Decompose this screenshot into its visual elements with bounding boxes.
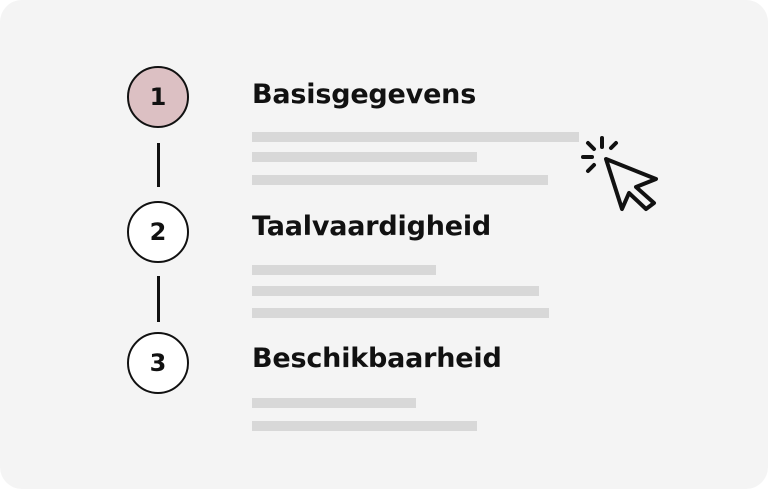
- step-1-indicator[interactable]: 1: [127, 66, 189, 128]
- step-2-number: 2: [149, 218, 167, 246]
- placeholder-line: [252, 286, 539, 296]
- placeholder-line: [252, 152, 477, 162]
- step-1-title: Basisgegevens: [252, 79, 477, 110]
- step-3-number: 3: [149, 349, 167, 377]
- placeholder-line: [252, 132, 579, 142]
- click-cursor-icon: [581, 136, 658, 211]
- placeholder-line: [252, 265, 436, 275]
- step-3-indicator[interactable]: 3: [127, 332, 189, 394]
- step-2-indicator[interactable]: 2: [127, 201, 189, 263]
- placeholder-line: [252, 175, 548, 185]
- step-3-title: Beschikbaarheid: [252, 343, 502, 374]
- step-2-title: Taalvaardigheid: [252, 211, 492, 242]
- step-connector: [157, 143, 160, 187]
- placeholder-line: [252, 398, 416, 408]
- placeholder-line: [252, 308, 549, 318]
- step-connector: [157, 276, 160, 322]
- placeholder-line: [252, 421, 477, 431]
- step-1-number: 1: [149, 83, 167, 111]
